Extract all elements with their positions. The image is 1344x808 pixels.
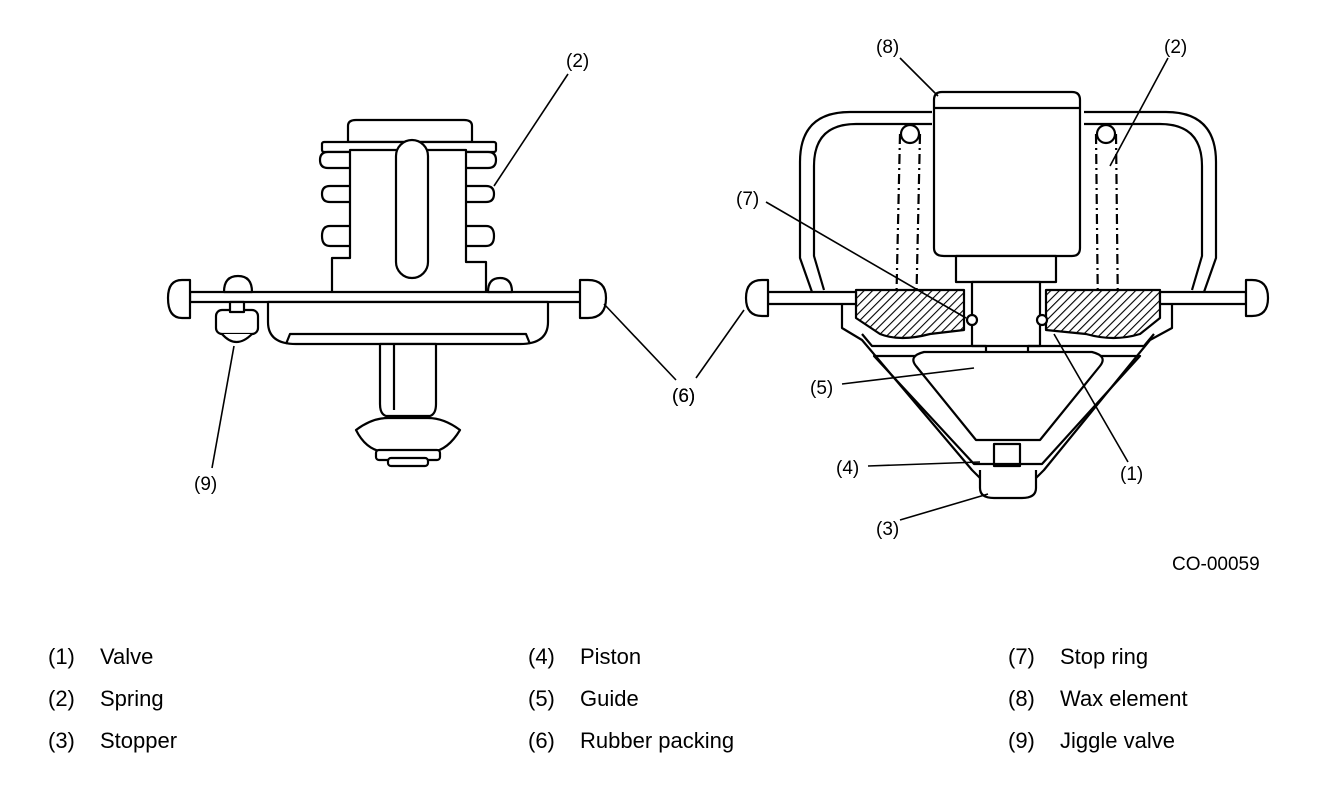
thermostat-diagram: (2) (6) (9) (8) (2) (7) (6) (5) (4) (1) … [166,37,1270,575]
legend-item-rubber-packing: (6) Rubber packing [528,728,734,754]
legend-item-jiggle-valve: (9) Jiggle valve [1008,728,1175,754]
legend-item-guide: (5) Guide [528,686,639,712]
legend-num: (5) [528,686,555,711]
legend-item-wax-element: (8) Wax element [1008,686,1188,712]
legend-item-stop-ring: (7) Stop ring [1008,644,1148,670]
legend-label: Wax element [1060,686,1188,711]
callout-left-spring: (2) [566,51,589,72]
legend-item-piston: (4) Piston [528,644,641,670]
callout-labels: (2) (6) (9) (8) (2) (7) (6) (5) (4) (1) … [194,37,1260,575]
legend-label: Spring [100,686,164,711]
legend-item-stopper: (3) Stopper [48,728,177,754]
legend-num: (3) [48,728,75,753]
callout-right-wax: (8) [876,37,899,58]
callout-left-packing: (6) [672,386,695,407]
wax-element [932,90,1082,284]
legend-label: Valve [100,644,154,669]
callout-right-stopring: (7) [736,189,759,210]
legend-label: Stop ring [1060,644,1149,669]
legend-label: Jiggle valve [1060,728,1175,753]
legend: (1)Valve (2)Spring (3)Stopper (4)Piston … [0,636,1344,786]
callout-right-guide: (5) [810,378,833,399]
callout-right-packing: (6) [672,386,695,407]
callout-right-spring: (2) [1164,37,1187,58]
left-leader-lines [211,73,677,469]
legend-num: (9) [1008,728,1035,753]
callout-right-valve: (1) [1120,464,1143,485]
legend-label: Stopper [100,728,178,753]
right-leader-lines [695,57,1169,521]
legend-num: (6) [528,728,555,753]
jiggle-valve [214,300,260,344]
legend-item-spring: (2) Spring [48,686,164,712]
callout-right-stopper: (3) [876,519,899,540]
callout-right-piston: (4) [836,458,859,479]
legend-num: (7) [1008,644,1035,669]
legend-item-valve: (1) Valve [48,644,153,670]
legend-num: (2) [48,686,75,711]
legend-label: Piston [580,644,642,669]
legend-label: Rubber packing [580,728,735,753]
legend-num: (8) [1008,686,1035,711]
thermostat-external-view [166,118,608,468]
legend-num: (1) [48,644,75,669]
figure-id: CO-00059 [1172,554,1260,575]
thermostat-cross-section [744,90,1270,500]
legend-num: (4) [528,644,555,669]
callout-left-jiggle: (9) [194,474,217,495]
legend-label: Guide [580,686,639,711]
